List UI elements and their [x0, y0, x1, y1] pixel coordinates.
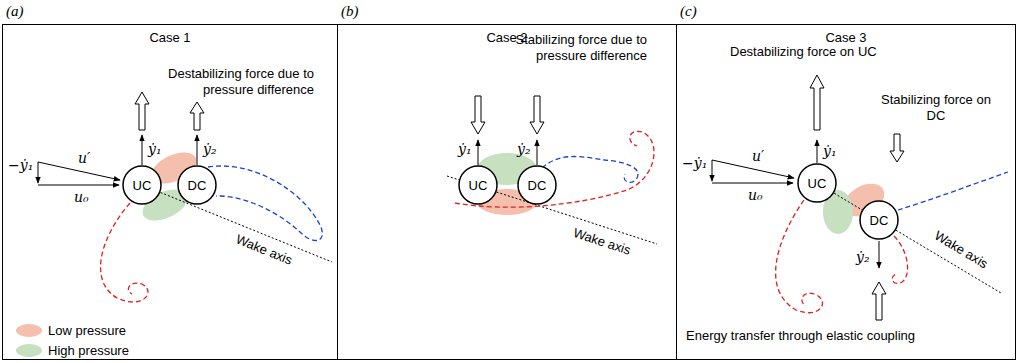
velocity-symbol: ẏ₂	[517, 140, 531, 158]
velocity-symbol: −ẏ₁	[8, 156, 33, 174]
legend-text: Low pressure	[48, 323, 126, 338]
annotation-text: Destabilizing force due to pressure diff…	[144, 66, 314, 98]
wake-axis-line	[142, 185, 332, 262]
axis-label: Wake axis	[571, 225, 633, 259]
velocity-symbol: ẏ₁	[823, 142, 837, 160]
panel-label: (b)	[341, 3, 359, 20]
force-arrow	[890, 134, 904, 162]
velocity-symbol: u₀	[748, 186, 763, 204]
vortex-curve	[542, 157, 638, 183]
force-arrow	[190, 102, 204, 130]
motion-arrow	[142, 135, 143, 165]
motion-arrow	[879, 241, 880, 268]
cylinder-label: UC	[469, 178, 488, 193]
legend-swatch	[16, 344, 42, 357]
cylinder-circle	[123, 166, 161, 204]
axis-label: Wake axis	[931, 228, 990, 272]
motion-arrow	[817, 140, 818, 163]
annotation-text: Destabilizing force on UC	[730, 44, 877, 60]
cylinder-circle	[518, 166, 556, 204]
cylinder-circle: UC	[122, 165, 162, 205]
wake-axis-line	[817, 183, 1001, 293]
cylinder-circle	[798, 164, 836, 202]
cylinder-label: UC	[808, 176, 827, 191]
panel-label: (c)	[680, 3, 697, 20]
velocity-symbol: u₀	[74, 188, 89, 206]
force-arrow	[872, 282, 886, 320]
legend-swatch	[16, 324, 42, 337]
legend-text: High pressure	[48, 343, 129, 358]
panel-label: (a)	[6, 3, 24, 20]
cylinder-circle: UC	[458, 165, 498, 205]
cylinder-circle	[178, 166, 216, 204]
velocity-arrow	[712, 160, 713, 181]
case-title: Case 1	[3, 30, 337, 45]
velocity-arrow	[712, 183, 793, 184]
velocity-symbol: ẏ₂	[856, 248, 870, 266]
cylinder-label: DC	[528, 178, 547, 193]
vortex-curve	[898, 172, 1008, 210]
motion-arrow	[537, 140, 538, 165]
annotation-text: Stabilizing force due to pressure differ…	[477, 32, 647, 64]
vortex-curve	[101, 203, 148, 302]
cylinder-circle: DC	[859, 200, 899, 240]
cylinder-circle: UC	[797, 163, 837, 203]
legend-item: High pressure	[16, 342, 129, 359]
case-1-illustration	[38, 92, 332, 302]
cylinder-circle: DC	[517, 165, 557, 205]
velocity-symbol: ẏ₂	[203, 140, 217, 158]
velocity-symbol: u′	[752, 147, 764, 165]
case-3-illustration	[712, 75, 1008, 320]
velocity-symbol: −ẏ₁	[682, 154, 707, 172]
annotation-text: Stabilizing force on DC	[876, 92, 996, 124]
cylinder-label: UC	[133, 178, 152, 193]
axis-label: Wake axis	[233, 231, 294, 268]
velocity-arrow	[38, 185, 119, 186]
motion-arrow	[197, 135, 198, 165]
cylinder-circle	[860, 201, 898, 239]
legend-item: Low pressure	[16, 322, 126, 339]
motion-arrow	[478, 140, 479, 165]
vortex-curve	[208, 166, 322, 241]
annotation-text: Energy transfer through elastic coupling	[686, 328, 915, 344]
velocity-symbol: ẏ₁	[148, 140, 162, 158]
vortex-curve	[455, 131, 654, 207]
force-arrow	[530, 96, 544, 134]
force-arrow	[810, 75, 824, 130]
cylinder-circle: DC	[177, 165, 217, 205]
velocity-symbol: ẏ₁	[458, 140, 472, 158]
case-2-illustration	[447, 96, 657, 244]
case-panel: (c)Case 3UCDC	[676, 24, 1016, 360]
case-title: Case 3	[677, 30, 1015, 45]
force-arrow	[471, 96, 485, 134]
force-arrow	[135, 92, 149, 130]
velocity-arrow	[38, 162, 39, 183]
velocity-symbol: u′	[78, 149, 90, 167]
cylinder-circle	[459, 166, 497, 204]
cylinder-label: DC	[870, 213, 889, 228]
vortex-curve	[776, 200, 823, 313]
vortex-curve	[892, 236, 907, 283]
case-panel: (b)Case 2UCDC	[337, 24, 677, 360]
cylinder-label: DC	[188, 178, 207, 193]
